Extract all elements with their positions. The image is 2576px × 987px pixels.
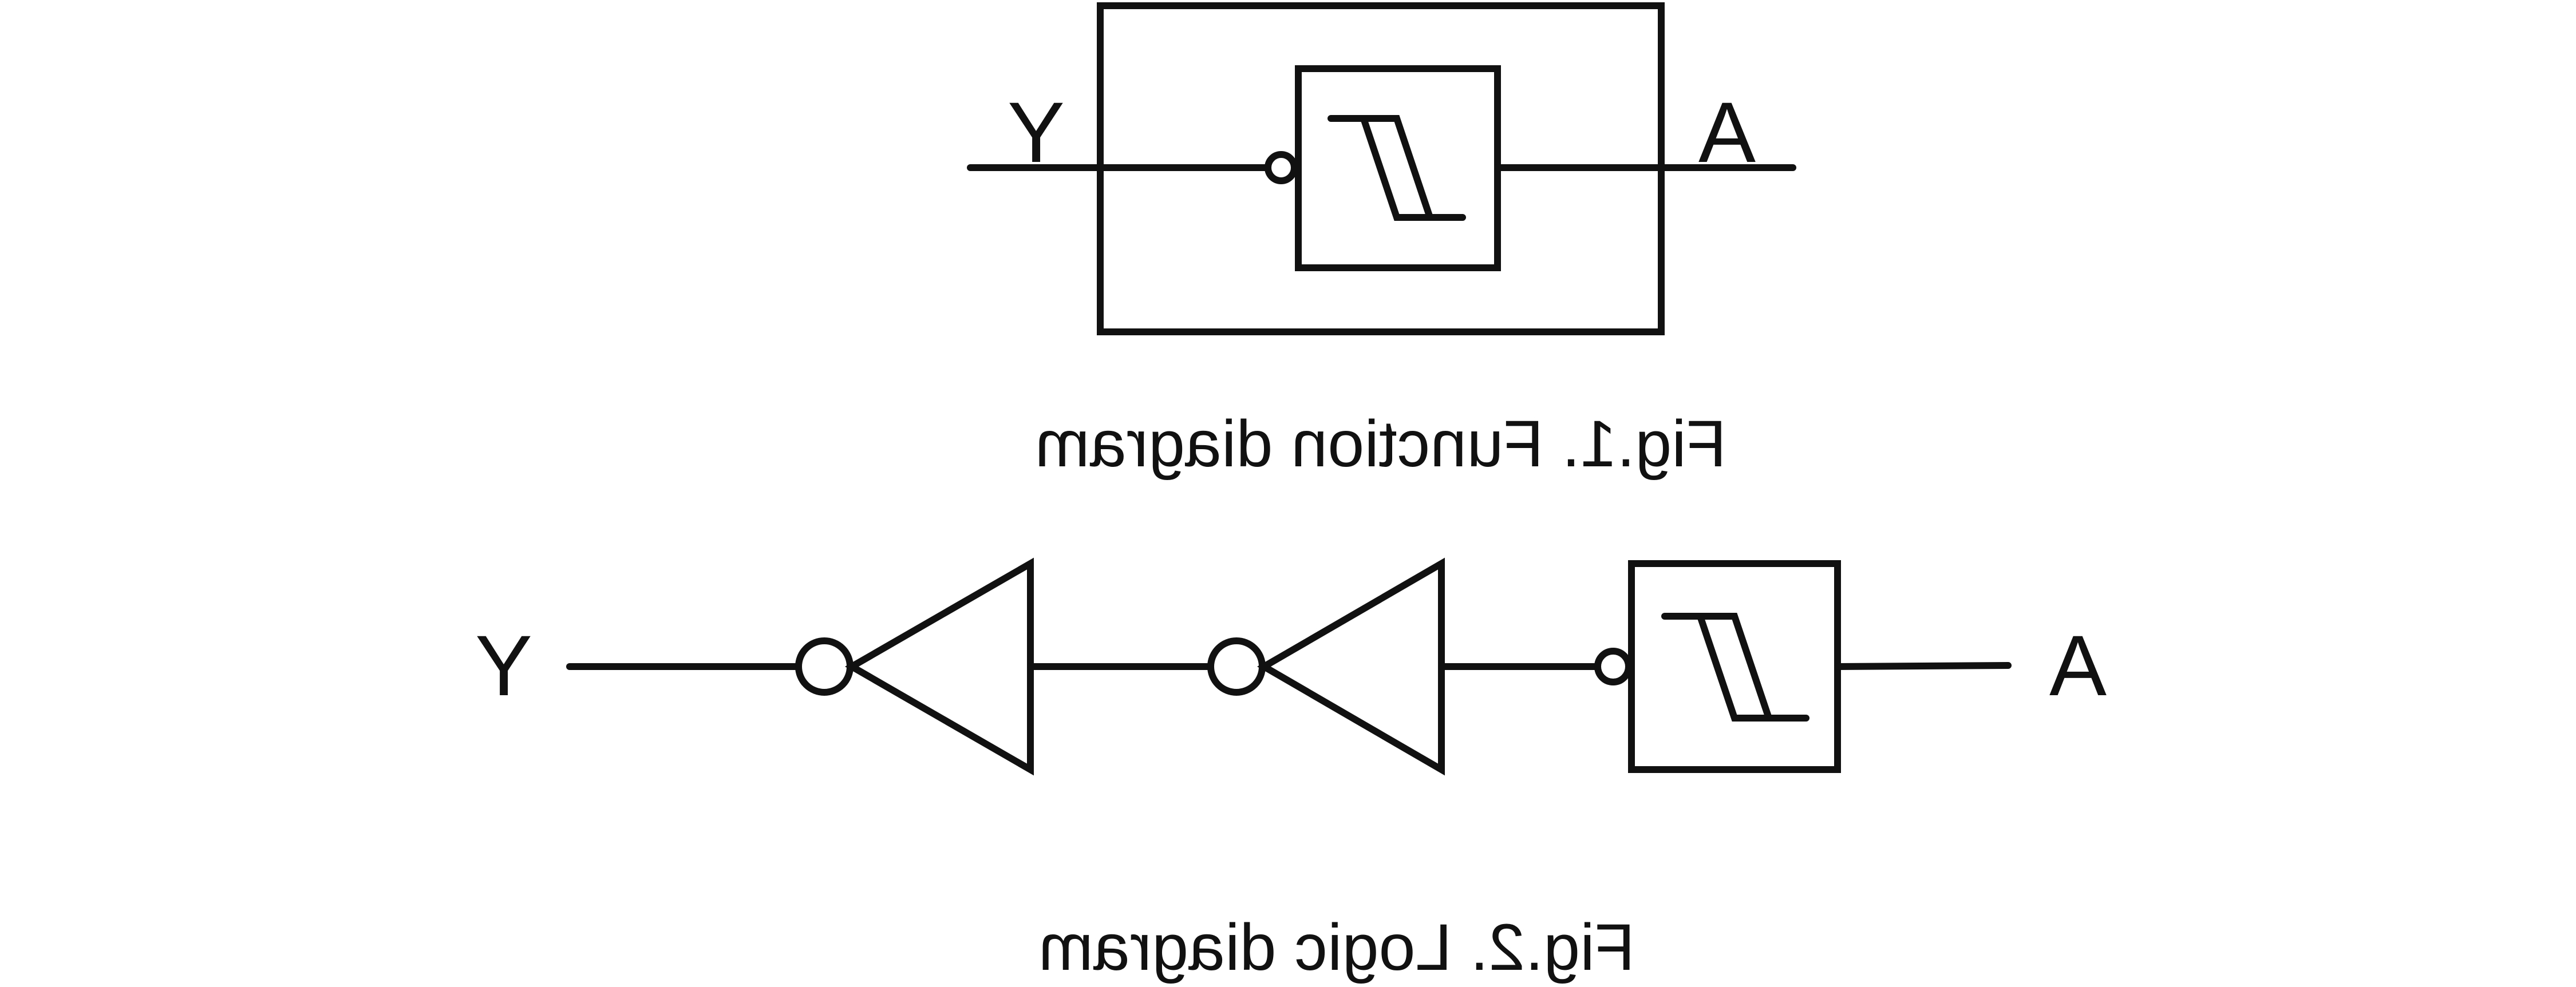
- function-inversion-bubble: [1265, 151, 1298, 184]
- logic-inverter-1-bubble: [795, 637, 854, 696]
- function-caption: Fig.1. Function diagram: [1035, 407, 1726, 481]
- logic-output-label: Y: [475, 617, 532, 714]
- function-input-label: A: [1698, 84, 1756, 180]
- logic-inverter-1-triangle: [844, 557, 1034, 776]
- logic-schmitt-bubble: [1594, 648, 1632, 685]
- function-schmitt-box: [1295, 65, 1501, 271]
- logic-diagram: Y A Fig.2. Logic diagram: [475, 557, 2107, 984]
- function-diagram: Y A Fig.1. Function diagram: [967, 2, 1796, 481]
- logic-schmitt-symbol: [1661, 613, 1809, 722]
- logic-inverter-2-bubble: [1207, 637, 1266, 696]
- function-schmitt-symbol: [1327, 115, 1466, 221]
- function-output-label: Y: [1008, 84, 1065, 180]
- logic-input-label: A: [2049, 617, 2107, 714]
- logic-input-wire: [1834, 662, 2012, 670]
- logic-caption: Fig.2. Logic diagram: [1038, 911, 1635, 984]
- logic-schmitt-box: [1628, 560, 1841, 773]
- logic-inverter-2-triangle: [1257, 557, 1445, 776]
